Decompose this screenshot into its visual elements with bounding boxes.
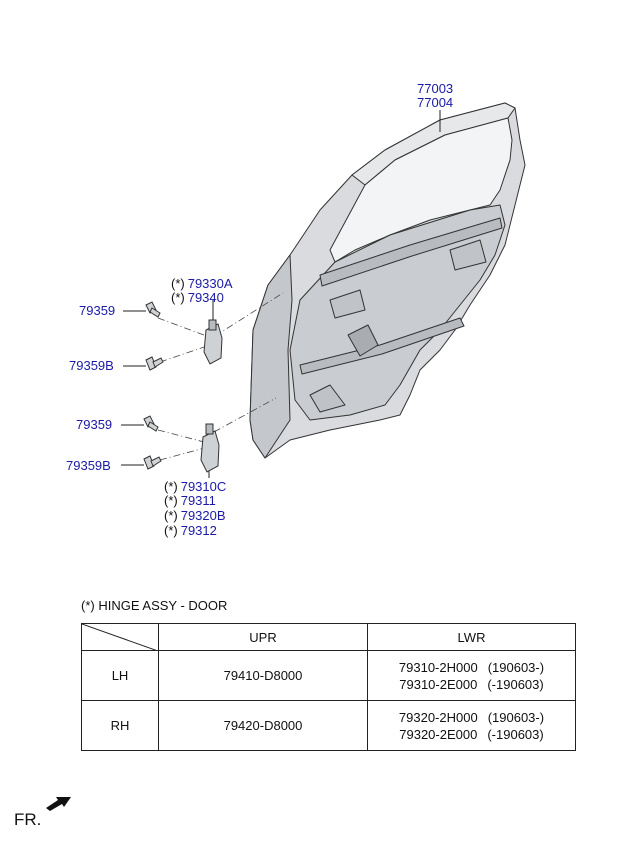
row-side-lh: LH [81, 650, 159, 701]
header-upr: UPR [158, 623, 368, 651]
date-range: (190603-) [487, 659, 545, 675]
part-number: 79310-2H000 [398, 659, 478, 675]
lwr-line: 79310-2H000 (190603-) [368, 659, 575, 676]
part-number: 79320-2E000 [399, 726, 478, 742]
lwr-line: 79320-2E000 (-190603) [368, 726, 575, 743]
rear-door-panel [249, 102, 526, 459]
hinge-note: (*) HINGE ASSY - DOOR [81, 598, 227, 613]
callout-79359-upper[interactable]: 79359 [79, 303, 116, 318]
header-lwr: LWR [367, 623, 576, 651]
front-direction-marker: FR. [14, 810, 41, 830]
part-number: 79310-2E000 [399, 676, 478, 692]
row-lwr-rh: 79320-2H000 (190603-) 79320-2E000 (-190603… [367, 700, 576, 751]
upper-hinge [203, 319, 223, 365]
lwr-line: 79320-2H000 (190603-) [368, 709, 575, 726]
table-row: LH 79410-D8000 79310-2H000 (190603-) 7931… [81, 650, 576, 701]
table-row: RH 79420-D8000 79320-2H000 (190603-) 7932… [81, 700, 576, 751]
note-title: HINGE ASSY - DOOR [98, 598, 228, 613]
date-range: (190603-) [487, 709, 545, 725]
row-side-rh: RH [81, 700, 159, 751]
row-lwr-lh: 79310-2H000 (190603-) 79310-2E000 (-190603… [367, 650, 576, 701]
callout-79312[interactable]: 79312 [180, 523, 217, 538]
bolt-79359-upper [145, 301, 161, 318]
callout-79311-row: (*)79311 [164, 494, 216, 508]
callout-79320B-row: (*)79320B [164, 509, 226, 523]
lwr-line: 79310-2E000 (-190603) [368, 676, 575, 693]
table-header-row: UPR LWR [81, 623, 576, 651]
part-number: 79320-2H000 [398, 709, 478, 725]
callout-79359-lower[interactable]: 79359 [76, 417, 113, 432]
lower-hinge [200, 423, 220, 473]
corner-diagonal [82, 624, 158, 651]
front-arrow-icon [46, 797, 71, 811]
callout-79340[interactable]: 79340 [187, 290, 224, 305]
asterisk-marker: (*) [171, 276, 185, 291]
note-marker: (*) [81, 598, 95, 613]
callout-77004[interactable]: 77004 [417, 95, 454, 110]
callout-79310C[interactable]: 79310C [180, 479, 227, 494]
alignment-lines [157, 292, 284, 461]
asterisk-marker: (*) [164, 508, 178, 523]
front-label: FR. [14, 810, 42, 829]
asterisk-marker: (*) [164, 523, 178, 538]
hinge-parts-table: UPR LWR LH 79410-D8000 79310-2H000 (19060… [81, 623, 576, 751]
callout-79311[interactable]: 79311 [180, 493, 216, 508]
asterisk-marker: (*) [164, 479, 178, 494]
table-corner-cell [81, 623, 159, 651]
callout-79320B[interactable]: 79320B [180, 508, 226, 523]
bolt-79359B-upper [145, 356, 164, 371]
callout-79330A-row: (*)79330A [171, 277, 233, 291]
callout-79312-row: (*)79312 [164, 524, 217, 538]
door-diagram [121, 102, 526, 478]
date-range: (-190603) [487, 676, 544, 692]
bolt-79359-lower [143, 415, 159, 432]
bolt-79359B-lower [143, 455, 162, 470]
callout-79359B-upper[interactable]: 79359B [69, 358, 114, 373]
callout-79330A[interactable]: 79330A [187, 276, 233, 291]
asterisk-marker: (*) [164, 493, 178, 508]
asterisk-marker: (*) [171, 290, 185, 305]
row-upr-rh: 79420-D8000 [158, 700, 368, 751]
callout-79340-row: (*)79340 [171, 291, 224, 305]
callout-79310C-row: (*)79310C [164, 480, 226, 494]
callout-77003[interactable]: 77003 [417, 81, 454, 96]
callout-79359B-lower[interactable]: 79359B [66, 458, 111, 473]
row-upr-lh: 79410-D8000 [158, 650, 368, 701]
date-range: (-190603) [487, 726, 544, 742]
